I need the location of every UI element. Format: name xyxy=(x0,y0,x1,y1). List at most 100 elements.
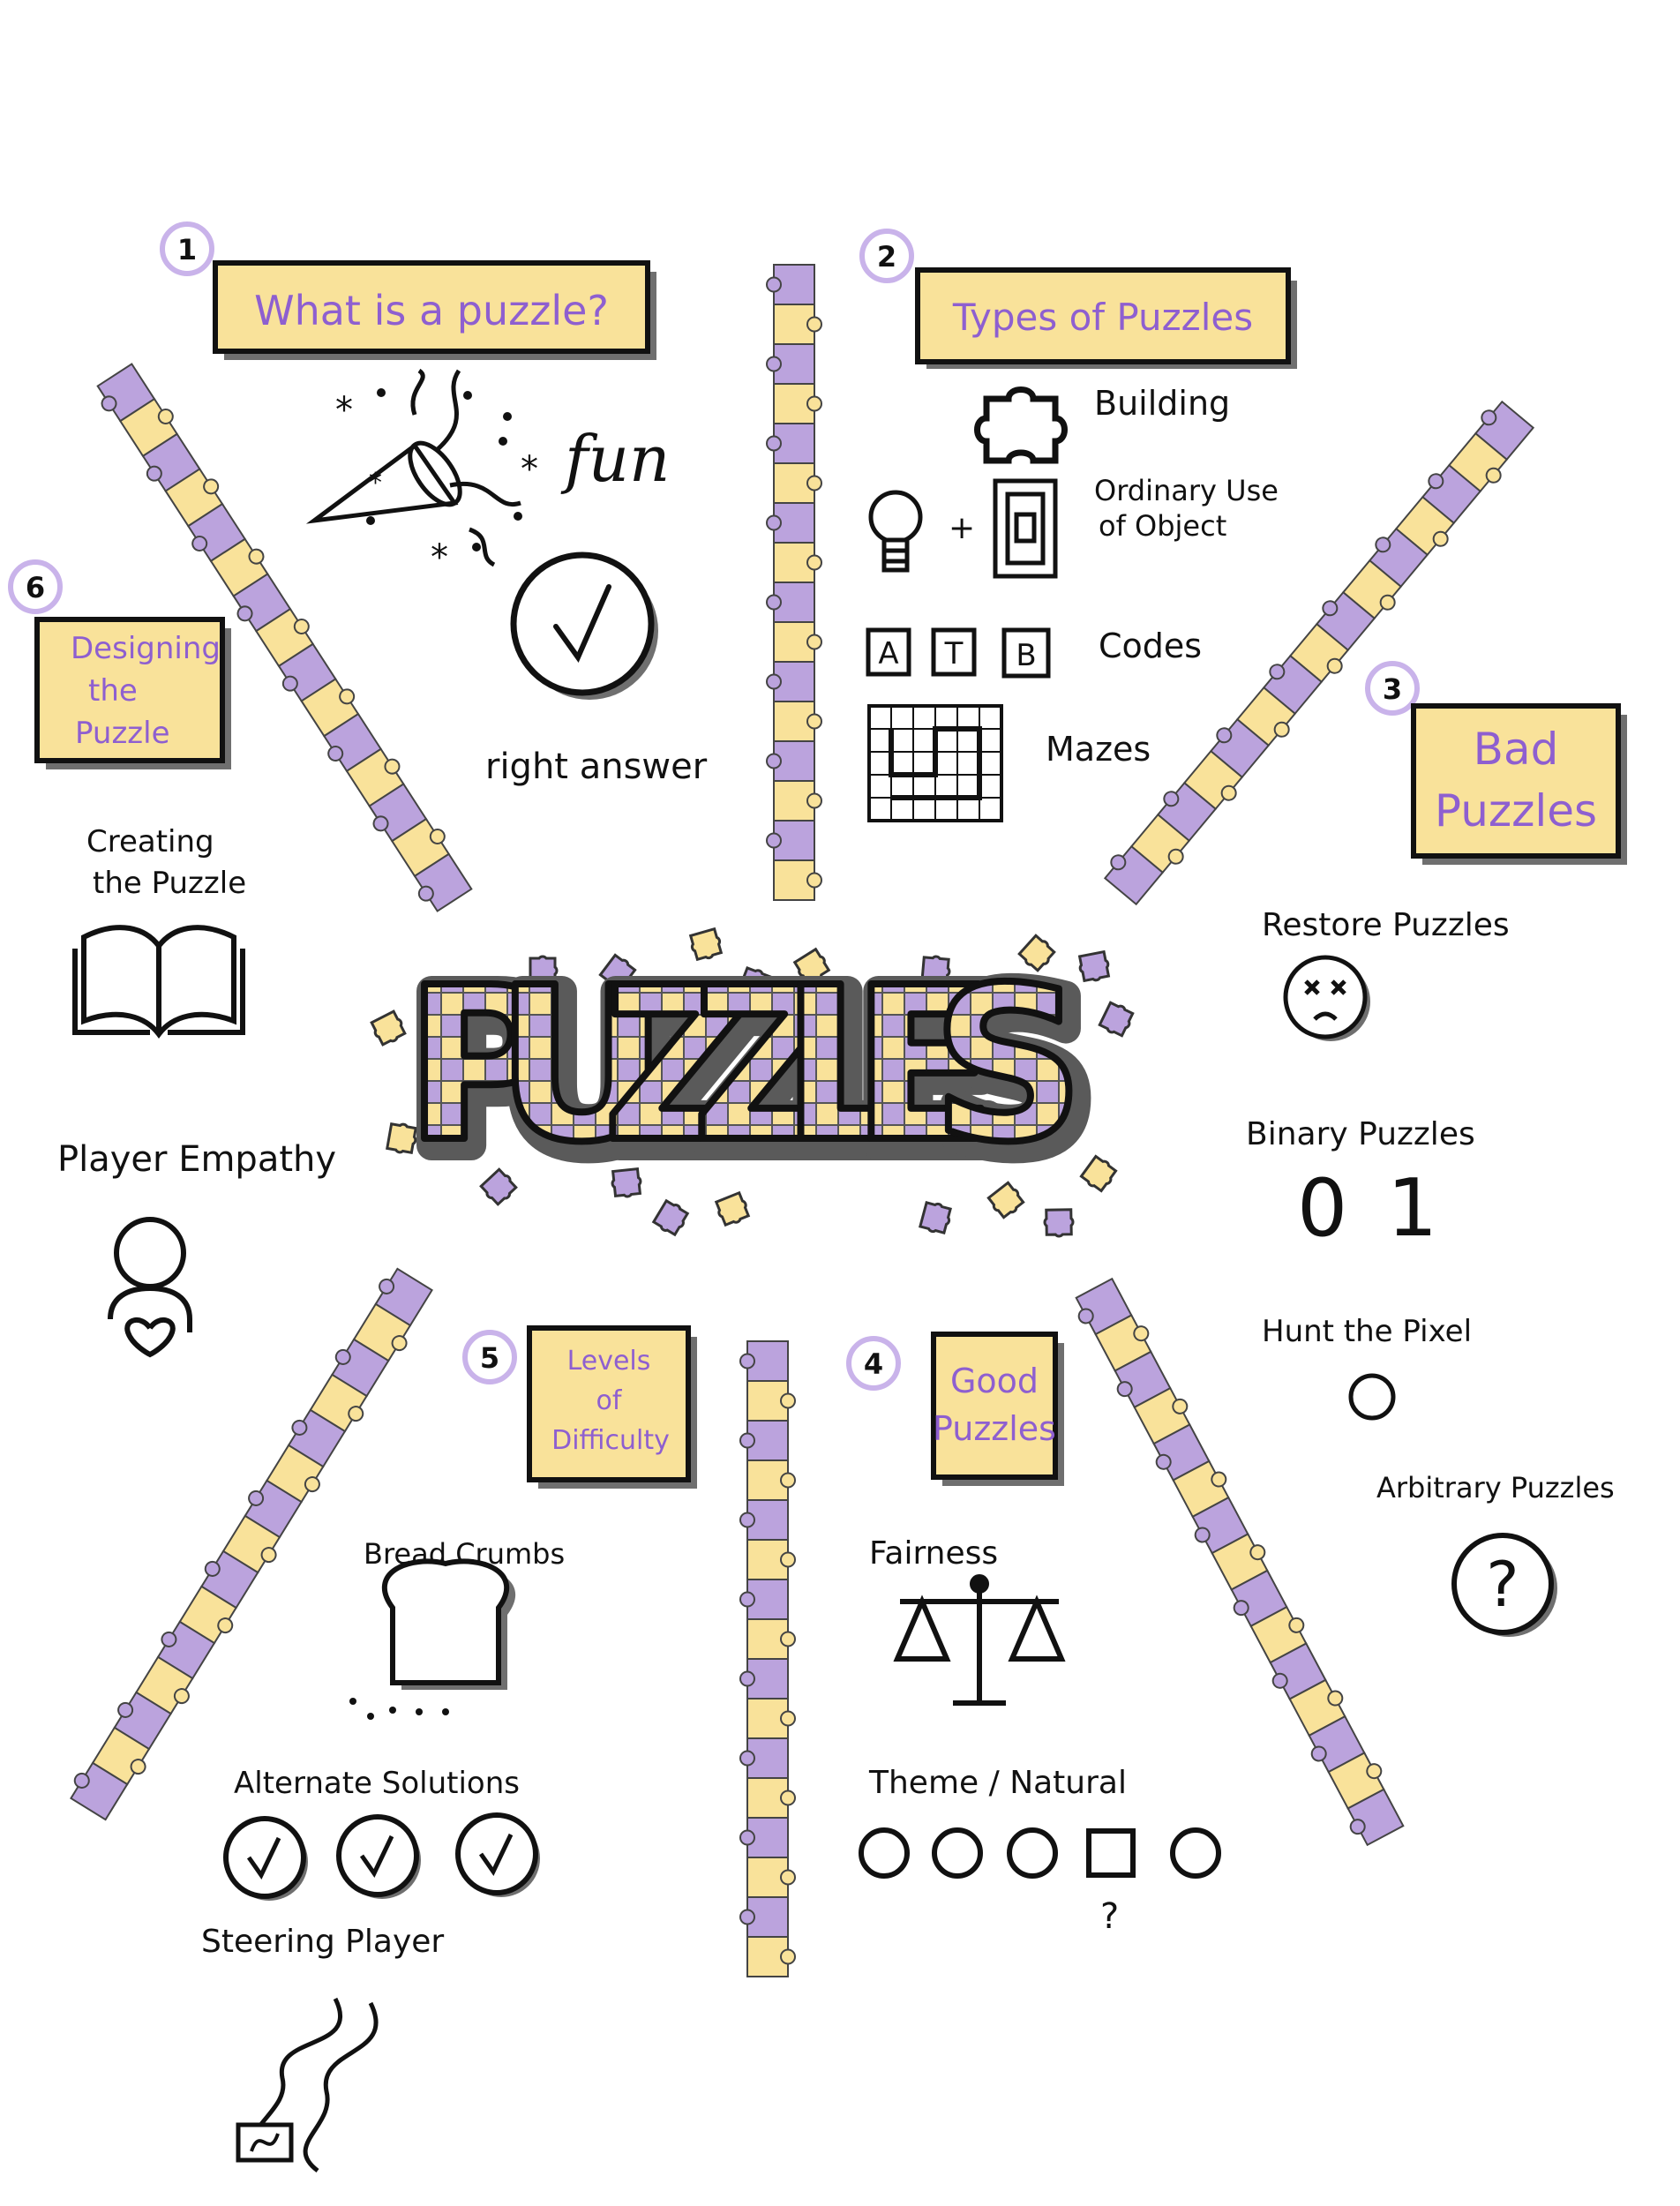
puzzle-strip-knob xyxy=(1155,1453,1172,1470)
puzzle-piece-icon xyxy=(974,386,1068,464)
section-3: 3 Bad Puzzles Restore Puzzles Binary Puz… xyxy=(1246,661,1627,1637)
puzzle-strip-knob xyxy=(217,1617,234,1634)
item-label-creating: Creating xyxy=(86,824,214,859)
puzzle-strip-knob xyxy=(766,356,782,372)
scattered-puzzle-piece xyxy=(986,1181,1025,1219)
puzzle-strip-knob xyxy=(739,1750,755,1767)
puzzle-strip-knob xyxy=(1233,1600,1249,1617)
svg-text:*: * xyxy=(335,390,353,431)
puzzle-strip-knob xyxy=(391,1335,408,1352)
puzzle-strip-branches xyxy=(70,264,1535,1977)
section-title: Good xyxy=(950,1362,1039,1400)
scattered-puzzle-piece xyxy=(736,965,773,1002)
scattered-puzzle-piece xyxy=(920,955,951,987)
puzzle-strip xyxy=(1103,400,1535,906)
lightbulb-switch-icon xyxy=(868,478,1058,579)
puzzle-strip-knob xyxy=(204,1560,221,1577)
puzzle-strip-knob xyxy=(766,594,782,611)
puzzle-strip-knob xyxy=(236,605,253,622)
puzzle-strip-knob xyxy=(1167,848,1184,865)
puzzle-strip-knob xyxy=(780,1392,796,1409)
section-number-badge xyxy=(160,221,214,276)
puzzle-strip-knob xyxy=(348,1406,364,1422)
scattered-puzzle-piece xyxy=(1043,1208,1075,1238)
puzzle-strip-knob xyxy=(1077,1308,1094,1324)
section-title-box xyxy=(1411,703,1621,859)
item-label-fairness: Fairness xyxy=(869,1535,998,1572)
puzzle-strip-knob xyxy=(417,885,434,902)
checkmark-circle-icon xyxy=(510,552,658,700)
puzzle-strip-knob xyxy=(806,475,822,491)
puzzle-strip-knob xyxy=(739,1909,755,1925)
section-title-box xyxy=(931,1332,1058,1480)
puzzle-strip-knob xyxy=(161,1631,177,1647)
puzzle-strip-knob xyxy=(806,395,822,412)
section-title: Types of Puzzles xyxy=(952,296,1253,339)
puzzle-strip-knob xyxy=(780,1869,796,1886)
puzzle-strip-knob xyxy=(1310,1745,1327,1762)
puzzle-strip-knob xyxy=(73,1772,90,1789)
puzzle-strip-knob xyxy=(334,1348,351,1365)
puzzle-strip xyxy=(70,1267,433,1821)
puzzle-strip-knob xyxy=(101,395,117,412)
puzzle-strip-knob xyxy=(806,554,822,571)
question-circle-icon: ? xyxy=(1451,1533,1557,1637)
scattered-puzzle-piece xyxy=(688,927,724,962)
three-checkmarks-icon xyxy=(223,1812,540,1901)
puzzle-strip-knob xyxy=(739,1512,755,1528)
binary-digit: 1 xyxy=(1387,1162,1437,1255)
puzzle-strip-knob xyxy=(780,1551,796,1568)
item-label-the-puzzle: the Puzzle xyxy=(93,866,246,901)
section-title: Levels xyxy=(567,1346,651,1377)
puzzle-strip-knob xyxy=(766,276,782,293)
puzzle-strip-knob xyxy=(339,688,356,705)
scattered-puzzle-piece xyxy=(919,1201,952,1234)
puzzle-strip-knob xyxy=(1349,1819,1366,1835)
scattered-puzzle-piece xyxy=(598,953,637,992)
item-label-fun: fun xyxy=(560,422,670,496)
maze-icon xyxy=(867,704,1003,822)
section-title-box xyxy=(213,260,650,354)
binary-digit: 0 xyxy=(1297,1162,1347,1255)
section-title: Difficulty xyxy=(551,1425,670,1456)
item-label-binary-puzzles: Binary Puzzles xyxy=(1246,1116,1475,1152)
section-1: 1 What is a puzzle? * * * * fun rig xyxy=(160,221,708,787)
item-label-arbitrary-puzzles: Arbitrary Puzzles xyxy=(1376,1471,1615,1504)
scattered-puzzle-piece xyxy=(1077,949,1111,983)
question-mark: ? xyxy=(1486,1549,1519,1621)
open-book-icon xyxy=(72,925,245,1039)
code-letters-icon: A T B xyxy=(866,627,1051,679)
section-title: Designing xyxy=(71,631,221,666)
puzzle-strip-knob xyxy=(1220,784,1237,801)
puzzle-strip-knob xyxy=(291,1419,308,1436)
puzzle-strip-knob xyxy=(1432,530,1449,547)
svg-text:*: * xyxy=(431,537,448,578)
puzzle-strip-knob xyxy=(384,758,401,775)
center-title-shadow: PUZZLES xyxy=(412,949,1091,1196)
puzzle-strip-knob xyxy=(1428,473,1444,490)
puzzle-strip-knob xyxy=(1326,657,1343,674)
puzzle-strip-knob xyxy=(739,1432,755,1449)
puzzle-strip-knob xyxy=(1273,721,1290,738)
plus-sign: + xyxy=(949,510,975,546)
section-number: 1 xyxy=(177,233,197,266)
item-label-right-answer: right answer xyxy=(485,747,708,787)
section-number: 5 xyxy=(480,1341,499,1375)
item-label-mazes: Mazes xyxy=(1046,730,1151,769)
puzzle-strip xyxy=(96,363,473,912)
item-label-restore-puzzles: Restore Puzzles xyxy=(1262,907,1510,943)
puzzle-strip-knob xyxy=(1211,1471,1227,1488)
center-title-text: PUZZLES xyxy=(405,942,1084,1189)
puzzle-strip-knob xyxy=(1485,467,1502,484)
section-title: Puzzles xyxy=(1435,785,1597,837)
question-mark: ? xyxy=(1100,1896,1119,1937)
puzzle-strip-knob xyxy=(780,1790,796,1806)
code-letter: A xyxy=(878,636,898,672)
item-label-theme-natural: Theme / Natural xyxy=(868,1765,1127,1801)
puzzle-strip-knob xyxy=(1322,600,1339,617)
scattered-puzzle-piece xyxy=(386,1122,417,1154)
section-number: 3 xyxy=(1383,672,1402,706)
pattern-sequence-icon xyxy=(859,1827,1221,1879)
section-title: the xyxy=(88,673,138,709)
puzzle-strip-knob xyxy=(1481,409,1497,426)
